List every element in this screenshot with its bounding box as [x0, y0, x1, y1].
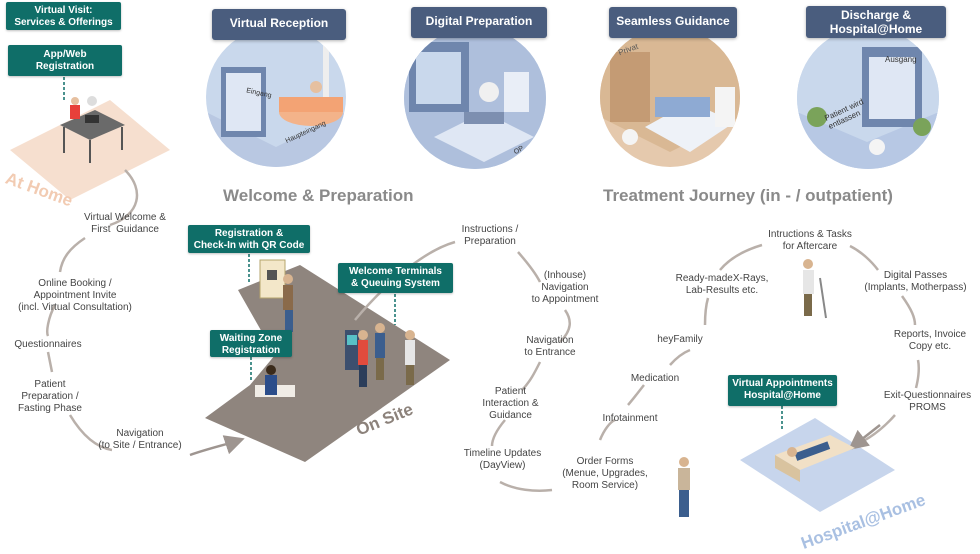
virtual-appointments-box[interactable]: Virtual Appointments Hospital@Home: [728, 375, 837, 406]
welcome-terminals-box[interactable]: Welcome Terminals & Queuing System: [338, 263, 453, 293]
step-order-forms: Order Forms (Menue, Upgrades, Room Servi…: [562, 456, 648, 491]
sofa-patient-icon: [775, 435, 855, 482]
discharge-scene-circle: Ausgang Patient wird entlassen: [797, 27, 939, 169]
hospital-home-floor: [740, 418, 895, 512]
welcome-section-title: Welcome & Preparation: [223, 186, 414, 205]
onsite-people-illustration: [255, 259, 415, 397]
step-aftercare: Intructions & Tasks for Aftercare: [768, 229, 852, 252]
step-questionnaires: Questionnaires: [14, 339, 82, 350]
virtual-visit-box[interactable]: Virtual Visit: Services & Offerings: [6, 2, 121, 30]
step-patient-preparation: Patient Preparation / Fasting Phase: [18, 379, 82, 414]
waiting-zone-box[interactable]: Waiting Zone Registration: [210, 330, 292, 357]
treatment-section-title: Treatment Journey (in - / outpatient): [603, 186, 893, 205]
app-web-registration-box[interactable]: App/Web Registration: [8, 45, 122, 76]
home-desk-illustration: [60, 96, 125, 163]
step-inhouse-navigation: (Inhouse) Navigation to Appointment: [531, 270, 599, 305]
step-reports: Reports, Invoice Copy etc.: [893, 329, 967, 352]
step-patient-interaction: Patient Interaction & Guidance: [482, 386, 539, 421]
ausgang-sign: Ausgang: [885, 55, 917, 64]
right-path: [598, 243, 921, 450]
virtual-reception-title: Virtual Reception: [212, 9, 346, 40]
guidance-scene-circle: Privat: [600, 27, 740, 167]
step-digital-passes: Digital Passes (Implants, Motherpass): [864, 270, 967, 293]
digital-preparation-title: Digital Preparation: [411, 7, 547, 38]
step-infotainment: Infotainment: [602, 413, 658, 424]
standing-person-icon: [678, 457, 690, 517]
step-timeline-updates: Timeline Updates (DayView): [463, 448, 542, 471]
step-navigation-site: Navigation (to Site / Entrance): [98, 428, 182, 451]
step-online-booking: Online Booking / Appointment Invite (inc…: [18, 278, 132, 313]
step-virtual-welcome: Virtual Welcome & First Guidance: [84, 212, 166, 235]
onsite-floor: [205, 265, 450, 462]
step-exit-questionnaires: Exit-Questionnaires PROMS: [883, 390, 972, 413]
step-medication: Medication: [630, 373, 680, 384]
step-nav-entrance: Navigation to Entrance: [524, 335, 576, 358]
reception-scene-circle: Eingang Haupteingang: [206, 27, 346, 167]
patient-walker-icon: [803, 259, 827, 319]
step-instructions-preparation: Instructions / Preparation: [461, 224, 519, 247]
arrow-to-site: [189, 435, 245, 457]
step-heyfamily: heyFamily: [657, 334, 703, 345]
digital-prep-scene-circle: OP: [404, 27, 546, 169]
left-arc: [46, 169, 139, 452]
discharge-title: Discharge & Hospital@Home: [806, 6, 946, 38]
seamless-guidance-title: Seamless Guidance: [609, 7, 737, 38]
step-xrays: Ready-madeX-Rays, Lab-Results etc.: [675, 273, 769, 296]
registration-checkin-box[interactable]: Registration & Check-In with QR Code: [188, 225, 310, 253]
